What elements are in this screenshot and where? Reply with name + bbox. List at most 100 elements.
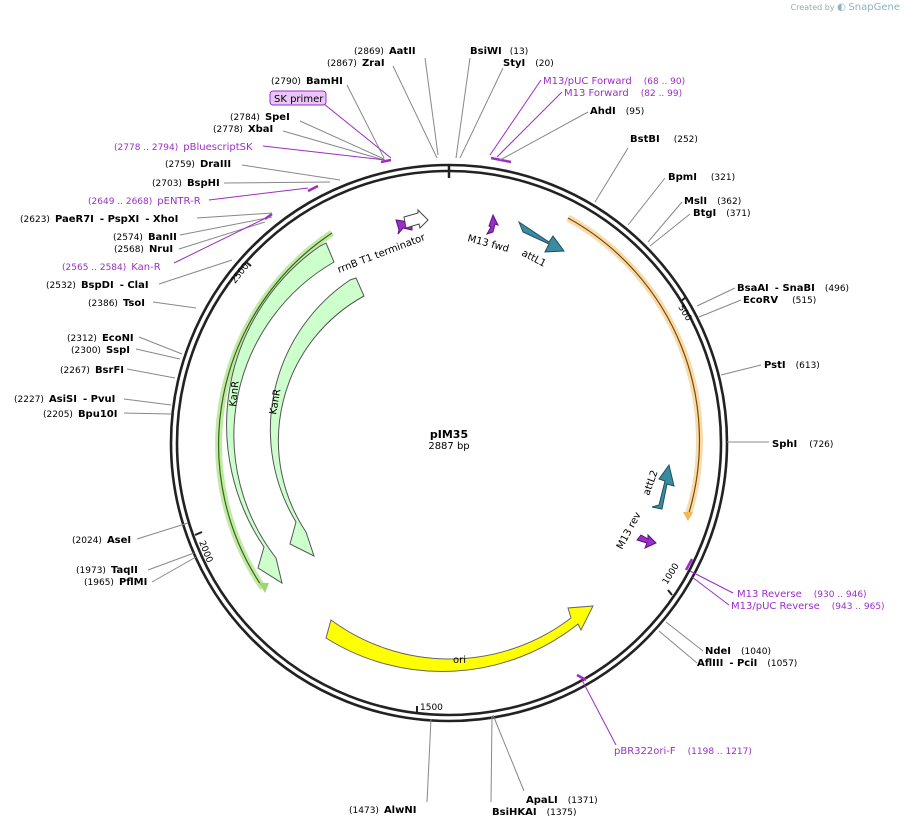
svg-text:(2623)PaeR7I- PspXI- XhoI: (2623)PaeR7I- PspXI- XhoI [20,214,178,225]
enzyme-pos: (2024) [72,536,102,546]
sk-primer-box: SK primer [269,90,327,106]
feature-m13fwd-label: M13 fwd [466,233,510,255]
enzyme-name: PaeR7I [55,214,94,225]
primer-range: (1198 .. 1217) [688,747,752,757]
enzyme-pos: (362) [717,197,741,207]
feature-attl1-label: attL1 [520,248,548,270]
enzyme-pos: (2869) [354,47,384,57]
svg-text:ApaLI(1371): ApaLI(1371) [526,795,598,806]
enzyme-pos: (2312) [67,334,97,344]
enzyme-name: SnaBI [782,283,814,294]
enzyme-name: XhoI [153,214,178,225]
green-orf-line [218,232,333,589]
svg-text:(2312)EcoNI: (2312)EcoNI [67,333,134,344]
svg-text:(2386)TsoI: (2386)TsoI [88,298,145,309]
svg-text:pBR322ori-F(1198 .. 1217): pBR322ori-F (1198 .. 1217) [614,746,752,757]
enzyme-name: TsoI [123,298,145,309]
tick-label-1500: 1500 [420,703,443,713]
svg-text:BpmI(321): BpmI (321) [668,172,735,183]
primer-range: (68 .. 90) [644,77,685,87]
svg-text:AflIII- PciI(1057): AflIII- PciI(1057) [697,658,797,669]
primer-connectors [173,79,734,746]
svg-text:(1973)TaqII: (1973) TaqII [76,565,138,576]
credit-prefix: Created by [790,3,835,12]
enzyme-name: BsaAI [737,283,769,294]
credit-brand: SnapGene [848,2,900,13]
enzyme-name: BtgI [693,208,716,219]
feature-ori-label: ori [453,655,466,666]
svg-text:M13 Forward(82 .. 99): M13 Forward(82 .. 99) [564,88,682,99]
enzyme-name: BpmI [668,172,697,183]
enzyme-pos: (371) [726,209,750,219]
snapgene-logo-icon: ◐ [837,2,846,13]
snapgene-credit: Created by ◐ SnapGene [791,2,900,13]
enzyme-name: EcoRV [743,295,778,306]
enzyme-pos: (2532) [46,281,76,291]
enzyme-connectors [123,57,769,803]
svg-text:M13/pUC Forward(68 .. 90): M13/pUC Forward (68 .. 90) [543,76,685,87]
enzyme-pos: (2574) [113,233,143,243]
orange-orf-band [566,214,703,518]
green-orf-arrowhead [259,583,269,593]
enzyme-name: SpeI [265,112,290,123]
plasmid-center-label: pIM35 2887 bp [400,428,498,452]
svg-text:(2024)AseI: (2024)AseI [72,535,131,546]
enzyme-pos: (252) [674,135,698,145]
enzyme-pos: (613) [796,361,820,371]
primer-name: M13/pUC Forward [543,76,632,87]
enzyme-pos: (2703) [152,179,182,189]
enzyme-name: ZraI [362,58,385,69]
m13-fwd-arrow [485,213,499,235]
svg-text:SphI(726): SphI(726) [772,439,833,450]
svg-text:(2784)SpeI: (2784)SpeI [230,112,290,123]
enzyme-pos: (321) [711,173,735,183]
enzyme-name: BsiWI [470,46,502,57]
rrnb-terminator-arrow [403,208,429,229]
svg-text:(2568)NruI: (2568)NruI [114,244,173,255]
enzyme-name: ClaI [127,280,148,291]
enzyme-name: AhdI [590,106,616,117]
primer-name: pENTR-R [157,196,200,207]
attl1-arrow [517,220,565,253]
kanr-outer-arrow [226,242,335,585]
enzyme-pos: (1973) [76,566,106,576]
feature-m13rev-label: M13 rev [615,510,644,551]
svg-text:(1965)PflMI: (1965)PflMI [84,577,147,588]
svg-text:M13 Reverse(930 .. 946): M13 Reverse(930 .. 946) [737,589,867,600]
enzyme-pos: (20) [535,59,553,69]
enzyme-pos: (726) [809,440,833,450]
primer-range: (82 .. 99) [641,89,682,99]
enzyme-name: NruI [149,244,173,255]
svg-text:(2869)AatII: (2869)AatII [354,46,416,57]
plasmid-name: pIM35 [429,428,469,441]
primer-range: (930 .. 946) [814,590,867,600]
svg-text:BsaAI- SnaBI(496): BsaAI- SnaBI(496) [737,283,849,294]
enzyme-pos: (496) [825,284,849,294]
kanr-inner-arrow [269,277,365,557]
enzyme-pos: (515) [792,296,816,306]
enzyme-name: SspI [106,345,130,356]
enzyme-name: BamHI [306,76,343,87]
primer-name: pBR322ori-F [614,746,676,757]
enzyme-name: Bpu10I [78,409,118,420]
enzyme-name: MslI [684,196,707,207]
ori-arrow [325,605,594,673]
enzyme-name: PstI [764,360,786,371]
attl2-arrow [651,463,675,510]
svg-text:(2759)DraIII: (2759)DraIII [165,159,231,170]
orange-orf-line [567,217,701,517]
enzyme-name: AsiSI [49,394,77,405]
ring-ticks: 500 1000 1500 2000 2500 [194,261,693,713]
feature-rrnb-label: rrnB T1 terminator [336,232,428,276]
enzyme-pos: (2778) [213,125,243,135]
svg-text:(2778)XbaI: (2778)XbaI [213,124,273,135]
svg-text:MslI(362): MslI (362) [684,196,741,207]
enzyme-name: TaqII [111,565,138,576]
enzyme-name: PvuI [91,394,116,405]
sk-primer-label: SK primer [274,94,324,105]
enzyme-pos: (2790) [271,77,301,87]
svg-text:(2565 .. 2584)Kan-R: (2565 .. 2584)Kan-R [62,262,161,273]
primer-range: (2565 .. 2584) [62,263,126,273]
enzyme-name: PciI [737,658,757,669]
primer-name: pBluescriptSK [183,142,253,153]
